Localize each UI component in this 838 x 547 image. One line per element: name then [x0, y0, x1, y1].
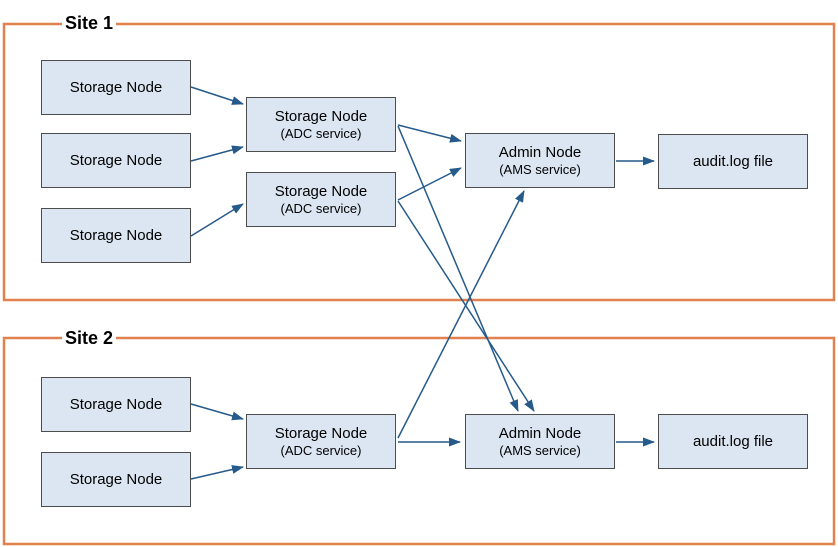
node-sublabel: (AMS service)	[499, 161, 581, 177]
site2-admin-node: Admin Node (AMS service)	[465, 414, 615, 469]
node-label: Admin Node	[498, 424, 582, 442]
site1-admin-node: Admin Node (AMS service)	[465, 133, 615, 188]
node-sublabel: (AMS service)	[499, 442, 581, 458]
site2-storage-node-1: Storage Node	[41, 377, 191, 432]
node-label: Storage Node	[69, 395, 163, 413]
node-label: Storage Node	[274, 107, 368, 125]
edge-site2-storage-node-2-to-site2-storage-node-adc	[190, 465, 244, 480]
site1-storage-node-adc-2: Storage Node (ADC service)	[246, 172, 396, 227]
site1-border	[2, 22, 836, 302]
site1-storage-node-3: Storage Node	[41, 208, 191, 263]
site2-storage-node-adc: Storage Node (ADC service)	[246, 414, 396, 469]
edge-site1-storage-node-3-to-site1-storage-node-adc-2	[190, 203, 244, 237]
node-label: Storage Node	[69, 78, 163, 96]
edge-group	[190, 86, 655, 480]
edge-site1-storage-node-2-to-site1-storage-node-adc-1	[190, 145, 244, 162]
site2-storage-node-2: Storage Node	[41, 452, 191, 507]
site1-storage-node-1: Storage Node	[41, 60, 191, 115]
site1-storage-node-adc-1: Storage Node (ADC service)	[246, 97, 396, 152]
node-label: Storage Node	[274, 424, 368, 442]
site2-audit-log-file: audit.log file	[658, 414, 808, 469]
edge-site1-storage-node-adc-1-to-site2-admin-node	[397, 125, 519, 412]
edge-site1-storage-node-1-to-site1-storage-node-adc-1	[190, 86, 244, 105]
node-label: Storage Node	[69, 226, 163, 244]
edge-site2-storage-node-1-to-site2-storage-node-adc	[190, 403, 244, 421]
node-sublabel: (ADC service)	[280, 442, 362, 458]
node-sublabel: (ADC service)	[280, 200, 362, 216]
site1-audit-log-file: audit.log file	[658, 134, 808, 189]
edge-site1-storage-node-adc-2-to-site1-admin-node	[397, 167, 462, 201]
node-label: audit.log file	[692, 152, 774, 170]
site2-border	[2, 336, 836, 546]
edge-site1-storage-node-adc-1-to-site1-admin-node	[397, 124, 462, 143]
site1-title: Site 1	[62, 13, 117, 33]
edge-site2-storage-node-adc-to-site1-admin-node	[397, 190, 525, 439]
node-label: Storage Node	[69, 470, 163, 488]
site2-title: Site 2	[62, 328, 117, 348]
node-label: audit.log file	[692, 432, 774, 450]
node-label: Admin Node	[498, 143, 582, 161]
node-sublabel: (ADC service)	[280, 125, 362, 141]
site1-storage-node-2: Storage Node	[41, 133, 191, 188]
node-label: Storage Node	[69, 151, 163, 169]
node-label: Storage Node	[274, 182, 368, 200]
